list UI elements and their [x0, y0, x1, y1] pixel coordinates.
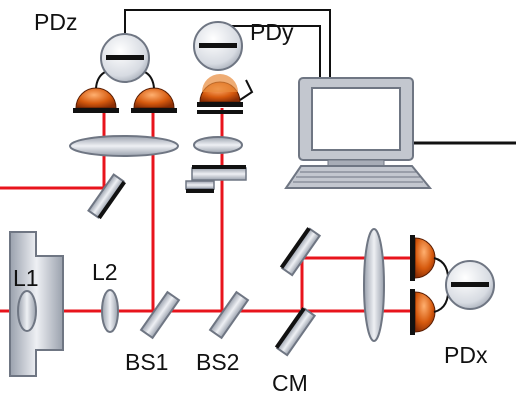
cylindrical-lens-pdy	[185, 165, 247, 193]
label-l2: L2	[92, 259, 118, 285]
lens-pdy	[193, 136, 243, 154]
amplifier-pdx	[445, 260, 495, 310]
wire-pdz-computer	[124, 9, 331, 80]
photodiode-pair-pdx: PDx	[410, 235, 495, 368]
photodiode-pdx-top	[410, 235, 436, 281]
label-bs1: BS1	[125, 349, 168, 375]
mirror-input-fold	[87, 173, 126, 220]
lens-pdz	[69, 135, 179, 157]
label-l1: L1	[13, 265, 39, 291]
lens-mount-l1: L1	[9, 231, 64, 377]
label-pdx: PDx	[444, 342, 488, 368]
label-bs2: BS2	[196, 349, 239, 375]
mirror-cm-lower	[274, 307, 317, 357]
label-pdy: PDy	[250, 19, 294, 45]
photodiode-pair-pdz: PDz	[34, 9, 177, 113]
beam-cm-up	[300, 256, 415, 311]
photodiode-pdz-right	[131, 87, 177, 113]
photodiode-pdz-left	[73, 87, 119, 113]
lens-l1	[17, 290, 37, 332]
amplifier-pdy	[193, 21, 243, 71]
lens-l2: L2	[92, 259, 119, 333]
beam-splitter-bs1: BS1	[125, 290, 181, 375]
photodiode-pdy: PDy	[193, 19, 294, 114]
lens-pdx	[363, 228, 385, 342]
amplifier-pdz	[100, 33, 150, 83]
label-cm: CM	[272, 370, 308, 396]
beam-splitter-bs2: BS2	[196, 290, 250, 375]
photodiode-pdx-bottom	[410, 289, 436, 335]
mirror-cm-upper	[279, 227, 322, 277]
computer-icon	[284, 77, 433, 189]
label-pdz: PDz	[34, 9, 77, 35]
